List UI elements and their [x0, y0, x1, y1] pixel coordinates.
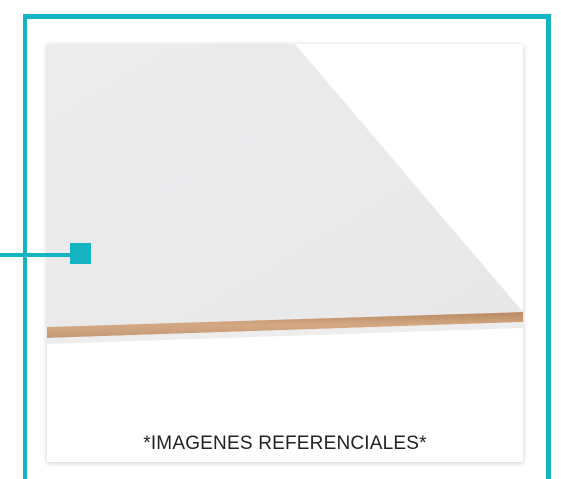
product-image-card: *IMAGENES REFERENCIALES* — [47, 44, 523, 462]
teal-frame — [23, 14, 551, 479]
board-face — [47, 44, 523, 327]
reference-caption: *IMAGENES REFERENCIALES* — [143, 433, 427, 454]
square-marker-icon — [70, 243, 91, 264]
board-shadow — [47, 322, 523, 344]
board-illustration — [47, 44, 523, 344]
connector-line — [0, 253, 74, 257]
board-edge — [47, 312, 523, 338]
